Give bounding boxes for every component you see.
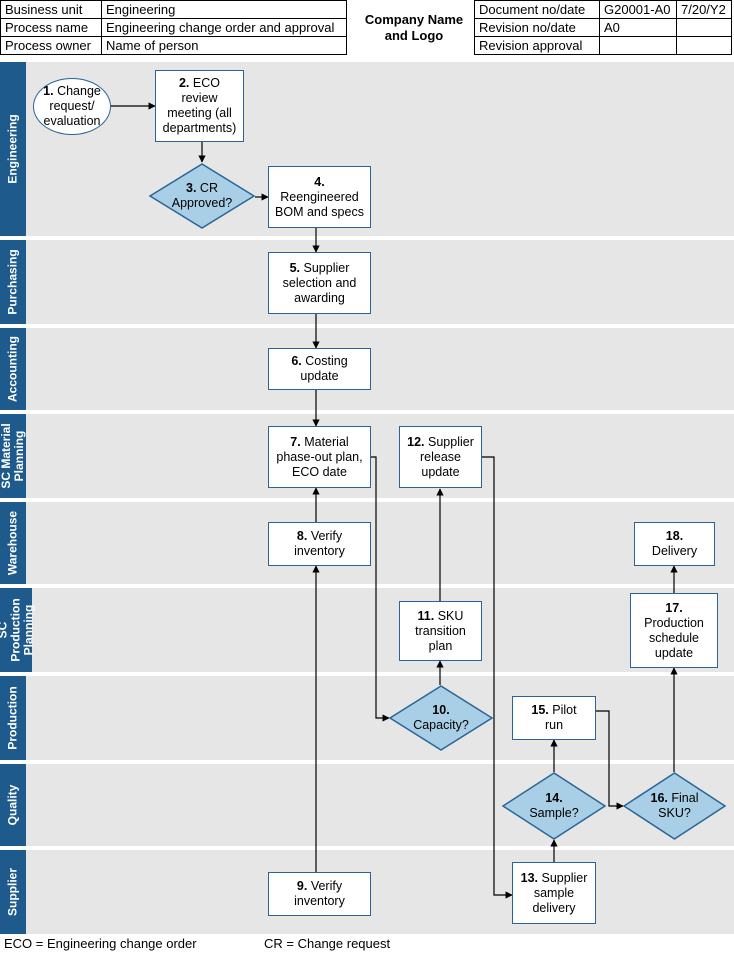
- node-label: Pilot run: [544, 703, 577, 732]
- node-number: 18.: [665, 529, 684, 543]
- node-label: Production schedule update: [644, 615, 704, 660]
- header-right-table: Document no/date G20001-A0 7/20/Y2 Revis…: [474, 0, 732, 55]
- node-number: 9.: [296, 879, 308, 893]
- node-label: Change request/ evaluation: [43, 84, 101, 128]
- node-number: 6.: [291, 354, 302, 368]
- node-15-pilot-run: 15. Pilot run: [512, 696, 596, 740]
- node-label: Material phase-out plan, ECO date: [276, 434, 363, 479]
- node-18-delivery: 18. Delivery: [634, 522, 715, 566]
- node-13-supplier-sample: 13. Supplier sample delivery: [512, 862, 596, 924]
- node-number: 12.: [407, 434, 425, 449]
- node-16-final-sku: 16. Final SKU?: [622, 772, 727, 840]
- node-label: Supplier release update: [420, 434, 474, 479]
- node-label: Supplier sample delivery: [532, 870, 588, 915]
- node-number: 13.: [520, 870, 539, 885]
- node-number: 1.: [43, 84, 54, 98]
- footer-cr: CR = Change request: [264, 936, 391, 951]
- lane-label: Supplier: [0, 850, 26, 934]
- node-number: 16.: [650, 791, 668, 805]
- node-number: 15.: [531, 703, 549, 717]
- header-label: Revision approval: [474, 36, 600, 55]
- node-label: Sample?: [529, 806, 579, 820]
- node-10-capacity: 10. Capacity?: [388, 685, 494, 751]
- arrow-7-10: [366, 456, 390, 722]
- node-2-eco-review: 2. ECO review meeting (all departments): [155, 70, 244, 142]
- company-logo: Company Name and Logo: [364, 12, 464, 43]
- lane-label: SC Production Planning: [0, 588, 36, 672]
- node-number: 14.: [545, 791, 563, 805]
- node-5-supplier-selection: 5. Supplier selection and awarding: [268, 252, 371, 314]
- header-value: Name of person: [101, 36, 347, 55]
- node-label: Costing update: [300, 354, 348, 383]
- lane-label: Warehouse: [0, 502, 26, 584]
- footer-eco: ECO = Engineering change order: [4, 936, 197, 951]
- node-number: 10.: [432, 703, 450, 717]
- node-label: Final SKU?: [658, 791, 699, 820]
- node-label: Delivery: [651, 544, 698, 558]
- diamond-shape: [388, 685, 494, 751]
- node-14-sample: 14. Sample?: [501, 772, 607, 840]
- lane-quality: Quality: [0, 764, 734, 846]
- node-number: 5.: [289, 260, 301, 275]
- node-11-sku-transition: 11. SKU transition plan: [399, 601, 482, 661]
- node-7-material-phase-out: 7. Material phase-out plan, ECO date: [268, 426, 371, 488]
- header-label: Process owner: [0, 36, 102, 55]
- lane-label: Quality: [0, 764, 26, 846]
- node-label: Verify inventory: [294, 529, 345, 558]
- header-label: Document no/date: [474, 0, 600, 19]
- arrow-15-16: [596, 710, 624, 810]
- node-label: SKU transition plan: [415, 608, 466, 653]
- lane-label: Production: [0, 676, 26, 760]
- node-number: 3.: [186, 181, 197, 195]
- node-1-change-request: 1. Change request/ evaluation: [33, 78, 111, 135]
- node-3-cr-approved: 3. CR Approved?: [148, 163, 256, 229]
- node-label: Reengineered BOM and specs: [275, 189, 364, 219]
- node-9-verify-inventory: 9. Verify inventory: [268, 872, 371, 916]
- lane-label: SC Material Planning: [0, 414, 26, 498]
- header-value: G20001-A0: [599, 0, 677, 19]
- node-label: Supplier selection and awarding: [282, 260, 357, 305]
- lane-label: Engineering: [0, 62, 26, 236]
- node-label: Capacity?: [413, 718, 469, 732]
- header-left-table: Business unit Engineering Process name E…: [0, 0, 347, 55]
- diamond-shape: [148, 163, 256, 229]
- header-row: Revision approval: [474, 36, 732, 55]
- node-label: CR Approved?: [171, 181, 233, 210]
- lane-label: Accounting: [0, 328, 26, 410]
- node-number: 4.: [314, 174, 325, 189]
- node-number: 8.: [296, 529, 308, 543]
- node-6-costing-update: 6. Costing update: [268, 348, 371, 390]
- node-12-supplier-release: 12. Supplier release update: [399, 426, 482, 488]
- lane-sc-production-planning: SC Production Planning: [0, 588, 734, 672]
- node-17-production-schedule: 17. Production schedule update: [630, 593, 718, 668]
- node-number: 17.: [665, 600, 683, 615]
- node-8-verify-inventory: 8. Verify inventory: [268, 522, 371, 566]
- arrow-12-13: [482, 456, 513, 899]
- header-extra: [676, 36, 732, 55]
- node-number: 2.: [178, 76, 190, 90]
- node-number: 11.: [417, 608, 435, 623]
- header-row: Process owner Name of person: [0, 36, 347, 55]
- lane-production: Production: [0, 676, 734, 760]
- node-number: 7.: [290, 434, 301, 449]
- header-row: Process name Engineering change order an…: [0, 18, 347, 37]
- node-label: Verify inventory: [294, 879, 345, 908]
- node-4-reengineered-bom: 4. Reengineered BOM and specs: [268, 166, 371, 228]
- lane-label: Purchasing: [0, 240, 26, 324]
- diamond-shape: [622, 772, 727, 840]
- diamond-shape: [501, 772, 607, 840]
- node-label: ECO review meeting (all departments): [162, 76, 237, 135]
